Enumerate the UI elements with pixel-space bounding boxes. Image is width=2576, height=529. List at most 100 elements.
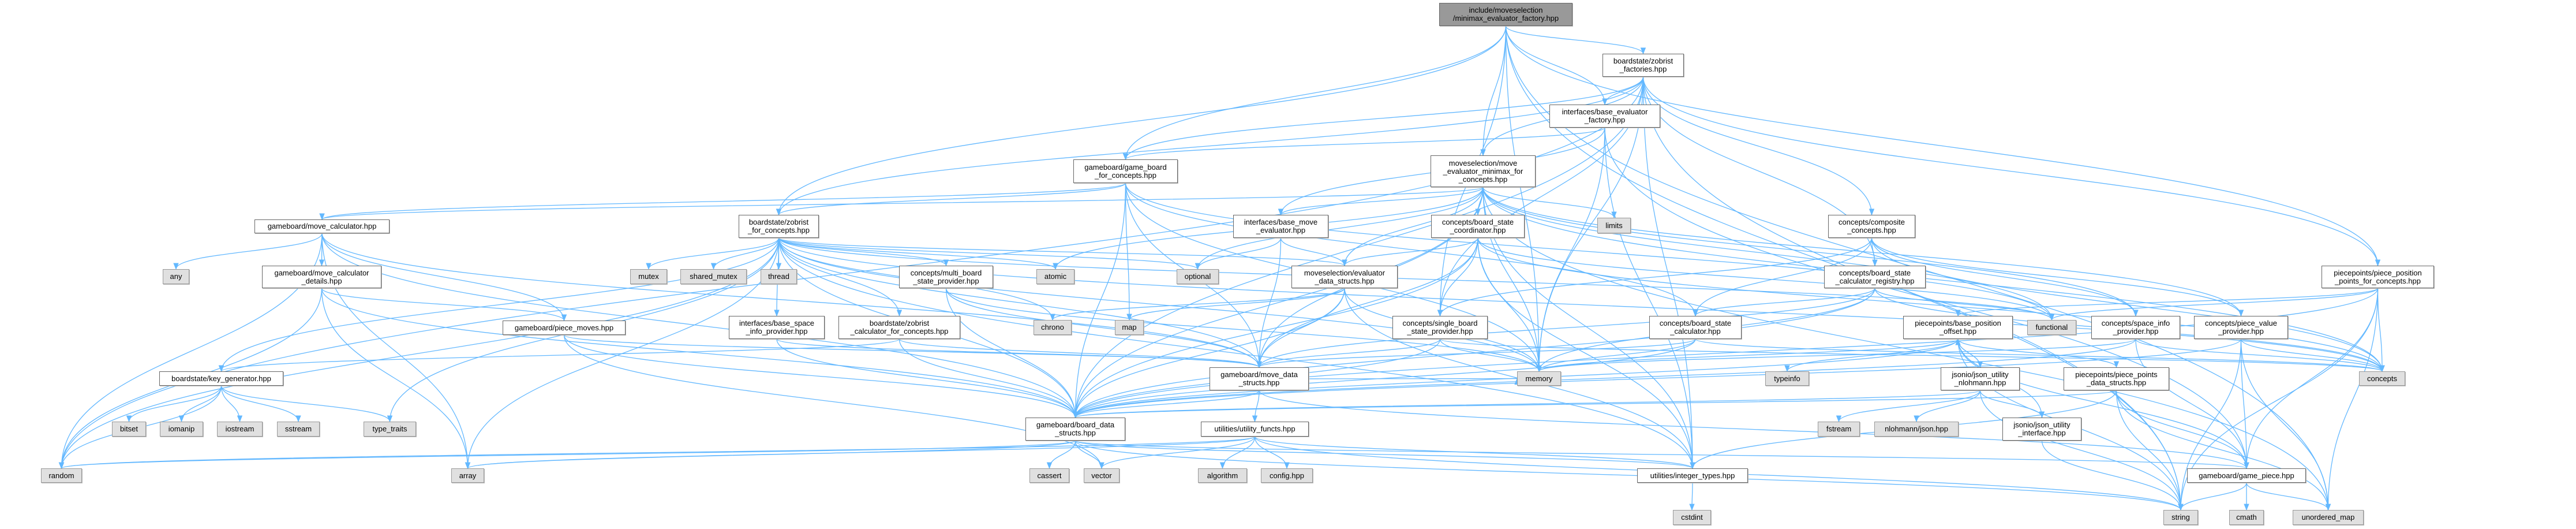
graph-node-zcalc[interactable]: boardstate/zobrist_calculator_for_concep… [838,316,960,339]
edge-bds-to-intt [1074,440,1695,470]
edge-pmoves-to-bds [563,334,1079,419]
graph-node-gbfc[interactable]: gameboard/game_board_for_concepts.hpp [1073,159,1178,183]
graph-node-functional[interactable]: functional [2027,320,2076,335]
graph-node-bds[interactable]: gameboard/board_data_structs.hpp [1025,418,1125,441]
graph-node-any[interactable]: any [163,269,189,284]
graph-node-sstream[interactable]: sstream [277,422,320,437]
graph-node-zfac[interactable]: boardstate/zobrist_factories.hpp [1602,54,1684,77]
edge-zfac-to-gbfc [1122,76,1644,161]
graph-node-intt[interactable]: utilities/integer_types.hpp [1637,468,1748,483]
node-label-line: moveselection/evaluator [1304,268,1386,277]
node-label-line: concepts/board_state [1659,319,1732,327]
edge-keygen-to-iostream [220,385,243,423]
graph-node-array[interactable]: array [451,468,484,483]
graph-node-bme[interactable]: interfaces/base_move_evaluator.hpp [1233,215,1328,238]
graph-node-optional[interactable]: optional [1177,269,1219,284]
graph-node-cassert[interactable]: cassert [1029,468,1069,483]
graph-node-string[interactable]: string [2163,510,2198,525]
edge-zfc-to-zcalc [778,237,903,317]
node-label-line: concepts [2367,374,2398,383]
graph-node-atomic[interactable]: atomic [1036,269,1074,284]
graph-node-gpiece[interactable]: gameboard/game_piece.hpp [2187,468,2306,483]
graph-node-njson[interactable]: nlohmann/json.hpp [1874,422,1959,437]
graph-node-bscr[interactable]: concepts/board_state_calculator_registry… [1824,266,1926,288]
node-label-line: boardstate/zobrist [1613,57,1673,65]
graph-node-utf[interactable]: utilities/utility_functs.hpp [1201,422,1309,437]
graph-node-bsip[interactable]: interfaces/base_space_info_provider.hpp [729,316,825,339]
edge-comp-to-sip [1871,237,2139,317]
node-label-line: concepts/single_board [1402,319,1478,327]
graph-node-ppds[interactable]: piecepoints/piece_points_data_structs.hp… [2064,367,2169,390]
graph-node-pmoves[interactable]: gameboard/piece_moves.hpp [503,321,626,335]
edge-utf-to-array [465,436,1256,470]
graph-node-iomanip[interactable]: iomanip [160,422,203,437]
graph-node-mcalc[interactable]: gameboard/move_calculator.hpp [254,219,390,233]
graph-node-iostream[interactable]: iostream [217,422,263,437]
node-label-line: _calculator.hpp [1670,327,1721,336]
graph-node-type_traits[interactable]: type_traits [364,422,416,437]
graph-node-config[interactable]: config.hpp [1261,468,1313,483]
edge-gpiece-to-umap [2246,482,2331,511]
graph-node-limits[interactable]: limits [1597,218,1631,233]
edge-jun-to-string [1979,390,2184,511]
graph-node-jun[interactable]: jsonio/json_utility_nlohmann.hpp [1941,367,2020,390]
graph-node-typeinfo[interactable]: typeinfo [1765,371,1809,386]
graph-node-shmutex[interactable]: shared_mutex [680,269,747,284]
edge-pppc-to-functional [2049,288,2379,321]
graph-node-eds[interactable]: moveselection/evaluator_data_structs.hpp [1291,266,1398,288]
graph-node-comp[interactable]: concepts/composite_concepts.hpp [1828,215,1915,238]
graph-node-bsco[interactable]: concepts/board_state_coordinator.hpp [1431,215,1525,238]
node-label-line: array [459,471,477,480]
graph-node-zfc[interactable]: boardstate/zobrist_for_concepts.hpp [739,215,819,238]
graph-node-vector[interactable]: vector [1084,468,1119,483]
edge-zfc-to-atomic [778,237,1058,270]
edge-gbfc-to-bscalc [1125,182,1698,317]
graph-node-mds[interactable]: gameboard/move_data_structs.hpp [1210,367,1309,390]
edge-zfac-to-bds [1072,76,1644,419]
graph-node-sip[interactable]: concepts/space_info_provider.hpp [2091,316,2180,339]
edge-bds-to-random [59,440,1076,470]
graph-node-cstdint[interactable]: cstdint [1673,510,1711,525]
graph-node-fstream[interactable]: fstream [1818,422,1860,437]
edge-zfc-to-shmutex [710,237,780,270]
graph-node-keygen[interactable]: boardstate/key_generator.hpp [159,371,283,386]
edge-bscr-to-bscalc [1693,288,1875,317]
graph-node-mcd[interactable]: gameboard/move_calculator_details.hpp [262,266,381,288]
edge-bsco-to-eds [1342,237,1478,267]
edge-group [58,25,2385,511]
graph-node-chrono[interactable]: chrono [1034,320,1072,335]
graph-node-jui[interactable]: jsonio/json_utility_interface.hpp [2002,418,2081,441]
graph-node-bitset[interactable]: bitset [112,422,146,437]
graph-node-random[interactable]: random [41,468,82,483]
graph-node-mbsp[interactable]: concepts/multi_board_state_provider.hpp [899,266,993,288]
graph-node-bscalc[interactable]: concepts/board_state_calculator.hpp [1649,316,1742,339]
node-label-line: map [1122,323,1137,331]
graph-node-bpo[interactable]: piecepoints/base_position_offset.hpp [1903,316,2013,339]
edge-gbfc-to-map [1125,182,1132,321]
node-label-line: nlohmann/json.hpp [1885,424,1948,433]
node-label-line: _structs.hpp [1055,429,1096,437]
edge-bpo-to-ppds [1957,338,2120,368]
edge-bef-to-gbfc [1123,127,1605,161]
edge-root-to-pppc [1505,25,2381,267]
graph-node-umap[interactable]: unordered_map [2293,510,2364,525]
graph-node-memfc[interactable]: moveselection/move_evaluator_minimax_for… [1431,155,1536,187]
graph-node-map[interactable]: map [1115,320,1144,335]
graph-node-algorithm[interactable]: algorithm [1198,468,1247,483]
graph-node-memory[interactable]: memory [1517,371,1561,386]
graph-node-bef[interactable]: interfaces/base_evaluator_factory.hpp [1549,105,1660,128]
graph-node-mutex[interactable]: mutex [630,269,667,284]
edge-mds-to-utf [1252,390,1260,423]
edge-bscalc-to-bds [1072,338,1696,419]
graph-node-sbsp[interactable]: concepts/single_board_state_provider.hpp [1392,316,1488,339]
graph-node-thread[interactable]: thread [761,269,797,284]
graph-node-cmath[interactable]: cmath [2229,510,2264,525]
node-label-line: moveselection/move [1448,158,1518,167]
graph-node-concepts[interactable]: concepts [2359,371,2405,386]
graph-node-pppc[interactable]: piecepoints/piece_position_points_for_co… [2322,266,2434,288]
edge-zfc-to-mbsp [778,237,949,267]
edge-root-to-gbfc [1122,25,1507,161]
edge-bscr-to-functional [1874,288,2055,321]
graph-node-pvp[interactable]: concepts/piece_value_provider.hpp [2194,316,2288,339]
edge-jun-to-jui [1979,390,2045,419]
